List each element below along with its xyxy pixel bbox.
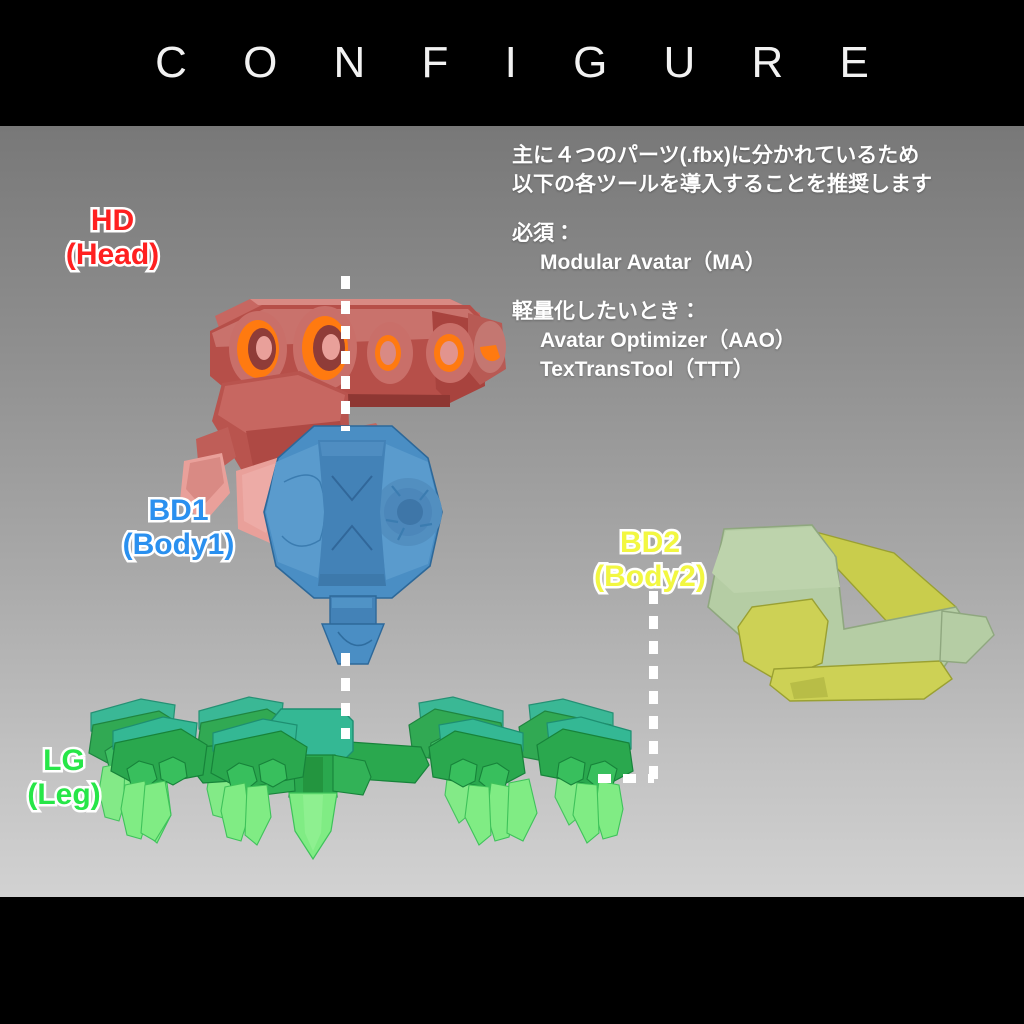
connector-body2-vertical bbox=[649, 591, 658, 781]
part-label-bd1-code: BD1 bbox=[148, 494, 209, 527]
connector-head-to-body1 bbox=[341, 276, 350, 431]
info-intro-line1: 主に４つのパーツ(.fbx)に分かれているため bbox=[512, 144, 920, 167]
part-label-hd-name: (Head) bbox=[65, 237, 160, 271]
info-spacer-1 bbox=[512, 200, 1012, 220]
part-label-lg-name-stroke: (Leg) bbox=[25, 775, 103, 813]
mech-head-model bbox=[150, 171, 520, 543]
info-spacer-2 bbox=[512, 278, 1012, 298]
info-optional-item-1: TexTransTool（TTT） bbox=[540, 357, 754, 381]
mech-legs-model bbox=[85, 691, 634, 891]
part-label-bd1-name-stroke: (Body1) bbox=[120, 525, 237, 563]
part-label-bd2-name: (Body2) bbox=[594, 559, 706, 593]
part-label-lg-name: (Leg) bbox=[27, 777, 101, 811]
part-label-hd-code: HD bbox=[90, 204, 135, 237]
model-viewport: HD HD (Head) (Head) BD1 BD1 (Body1) (Bod… bbox=[0, 126, 1024, 897]
connector-body1-to-leg bbox=[341, 653, 350, 739]
connector-body2-horizontal bbox=[598, 774, 654, 783]
part-label-lg-code: LG bbox=[43, 744, 85, 777]
page-title: C O N F I G U R E bbox=[155, 38, 891, 87]
part-label-lg-stroke: LG bbox=[41, 742, 88, 780]
bottom-letterbox bbox=[0, 897, 1024, 1024]
part-label-hd-name-stroke: (Head) bbox=[63, 235, 161, 273]
info-optional-heading: 軽量化したいとき： bbox=[512, 299, 701, 323]
title-bar: C O N F I G U R E bbox=[0, 0, 1024, 126]
part-label-hd: HD HD (Head) (Head) bbox=[30, 202, 195, 274]
info-optional-item-0: Avatar Optimizer（AAO） bbox=[540, 328, 796, 352]
info-panel: 主に４つのパーツ(.fbx)に分かれているため 以下の各ツールを導入することを推… bbox=[512, 142, 1012, 385]
part-label-bd2-code: BD2 bbox=[619, 526, 680, 559]
part-label-bd1: BD1 BD1 (Body1) (Body1) bbox=[96, 492, 261, 564]
info-required-heading: 必須： bbox=[512, 221, 575, 245]
part-label-bd2-stroke: BD2 bbox=[617, 524, 682, 562]
mech-body1-sphere-model bbox=[252, 416, 452, 676]
info-intro-line2: 以下の各ツールを導入することを推奨します bbox=[512, 172, 932, 196]
part-label-bd1-stroke: BD1 bbox=[146, 492, 211, 530]
info-required-item-0: Modular Avatar（MA） bbox=[540, 250, 766, 274]
part-label-hd-stroke: HD bbox=[88, 202, 136, 240]
part-label-bd2: BD2 BD2 (Body2) (Body2) bbox=[562, 524, 738, 596]
mech-body2-shell-model bbox=[694, 511, 1014, 721]
part-label-bd1-name: (Body1) bbox=[122, 527, 235, 561]
part-label-lg: LG LG (Leg) (Leg) bbox=[0, 742, 134, 814]
part-label-bd2-name-stroke: (Body2) bbox=[592, 557, 709, 595]
